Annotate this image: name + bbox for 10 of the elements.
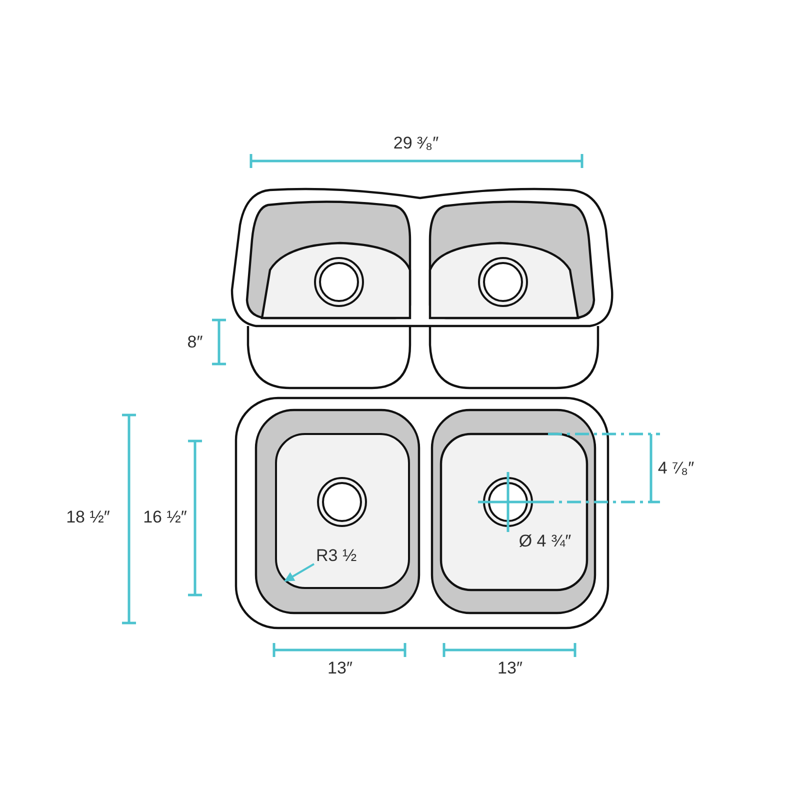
leader-arrow: [284, 563, 314, 582]
dimension-label: 13″: [498, 660, 522, 676]
dimension-label: 16 ½″: [143, 508, 187, 526]
dimension-label: 13″: [328, 660, 352, 676]
dimension-label: Ø 4 ¾″: [518, 532, 572, 550]
dimension-label: 29 ³⁄₈″: [393, 134, 439, 152]
dimension-label: 8″: [187, 334, 203, 350]
dimension-label: 4 ⁷⁄₈″: [658, 460, 694, 476]
radius-label: R3 ½: [314, 545, 359, 566]
dimension-label: 18 ½″: [66, 508, 110, 526]
